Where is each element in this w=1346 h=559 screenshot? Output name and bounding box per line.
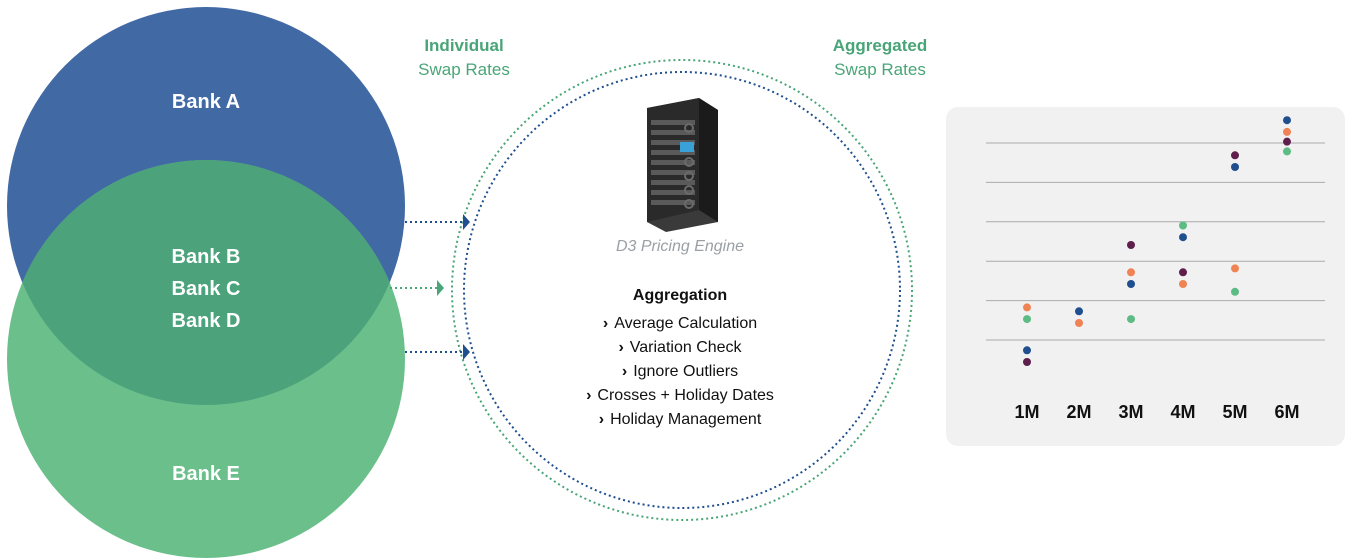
engine-caption: D3 Pricing Engine [615,238,745,255]
chart-point [1283,147,1291,156]
aggregation-step: › Holiday Management [540,408,820,432]
arrow-bank-a [405,214,470,230]
chart-point [1127,268,1135,277]
aggregation-steps: ›Average Calculation ›Variation Check ›I… [540,312,820,432]
aggregation-step: › Crosses + Holiday Dates [540,384,820,408]
chart-point [1179,233,1187,242]
chart-point [1023,346,1031,355]
bank-a-label: Bank A [171,91,241,113]
chart-point [1283,137,1291,146]
chart-point [1283,116,1291,125]
aggregation-step-label: Variation Check [629,339,742,356]
chart-x-tick-label: 3M [1118,402,1143,422]
server-rack-icon [647,98,718,232]
arrow-bank-e [405,344,470,360]
aggregated-header-title: Aggregated [832,36,928,55]
chart-x-tick-label: 4M [1170,402,1195,422]
bank-overlap-region [7,160,405,405]
aggregation-step: › Variation Check [540,336,820,360]
chart-x-tick-label: 5M [1222,402,1247,422]
chart-point [1075,319,1083,327]
aggregation-step-label: Holiday Management [610,411,762,428]
chart-point [1127,280,1135,288]
chart-point [1023,303,1031,312]
chart-point [1023,358,1031,366]
chart-point [1127,241,1135,249]
bank-e-label: Bank E [172,463,240,485]
rates-chart: 1M 2M 3M 4M 5M 6M [986,116,1325,422]
chart-point [1231,287,1239,296]
bank-c-label: Bank C [171,278,241,300]
bank-d-label: Bank D [171,310,241,332]
aggregation-step-label: Ignore Outliers [633,363,739,380]
chart-point [1231,163,1239,171]
bank-b-label: Bank B [171,246,241,268]
chart-point [1127,315,1135,324]
arrow-overlap [390,280,444,296]
chart-x-tick-label: 6M [1274,402,1299,422]
rates-chart-panel: 1M 2M 3M 4M 5M 6M [946,107,1345,446]
chevron-right-icon: › [602,315,609,332]
chart-point [1179,221,1187,230]
individual-header-title: Individual [424,36,504,55]
chart-point [1231,151,1239,160]
chart-point [1023,315,1031,324]
bank-overlap-labels: Bank B Bank C Bank D [106,241,306,337]
chevron-right-icon: › [618,339,624,356]
chart-point [1179,280,1187,288]
chart-point [1283,127,1291,136]
aggregation-title: Aggregation [632,287,728,304]
aggregated-header: Aggregated Swap Rates [800,34,960,82]
chart-point [1075,307,1083,316]
chart-x-tick-label: 2M [1066,402,1091,422]
chart-point [1179,268,1187,277]
aggregation-step: › Average Calculation [540,312,820,336]
chevron-right-icon: › [586,387,592,404]
chevron-right-icon: › [621,363,628,380]
chart-x-tick-label: 1M [1014,402,1039,422]
chart-point [1231,264,1239,273]
aggregated-header-subtitle: Swap Rates [834,60,926,79]
chevron-right-icon: › [598,411,605,428]
aggregation-step: › Ignore Outliers [540,360,820,384]
individual-header-subtitle: Swap Rates [418,60,510,79]
individual-header: Individual Swap Rates [384,34,544,82]
individual-ring [463,71,901,509]
aggregation-step-label: Average Calculation [614,315,758,332]
aggregated-ring [451,59,913,521]
aggregation-step-label: Crosses + Holiday Dates [597,387,774,404]
